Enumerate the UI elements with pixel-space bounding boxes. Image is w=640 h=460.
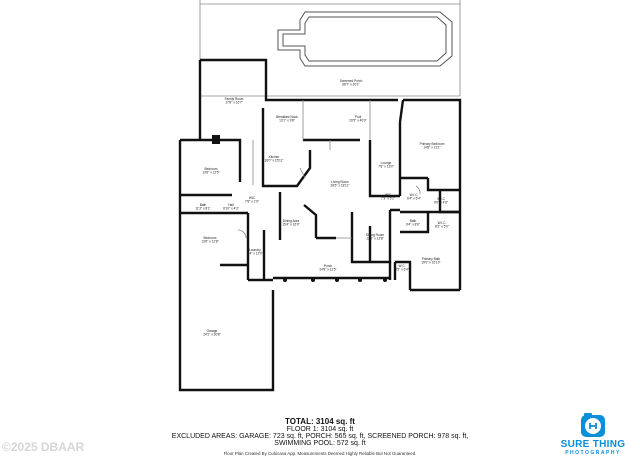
brand-logo: SURE THING PHOTOGRAPHY <box>553 412 633 458</box>
room-dim: 9'0" x 4'6" <box>434 201 448 205</box>
aperture-camera-icon <box>581 413 605 437</box>
room-name: Living Room <box>331 180 349 184</box>
logo-line-2: PHOTOGRAPHY <box>565 450 621 456</box>
room-name: Screened Porch <box>340 79 363 83</box>
porch-columns <box>283 278 387 282</box>
room-dim: 8'10" x 4'3" <box>223 207 239 211</box>
room-dim: 12'0" x 12'8" <box>366 237 383 241</box>
room-name: Sitting Room <box>366 233 385 237</box>
room-dim: 8'3" x 5'0" <box>435 225 449 229</box>
room-dim: 24'8" x 11'5" <box>319 268 336 272</box>
room-label: W.C.3'5" x 6'4" <box>395 264 409 272</box>
room-dim: 6'4" x 5'4" <box>407 197 421 201</box>
room-name: W.C. <box>399 264 406 268</box>
screened-porch-enclosure <box>199 0 461 97</box>
floor-area: FLOOR 1: 3104 sq. ft <box>286 426 354 433</box>
room-dim: 9'4" x 8'6" <box>406 223 420 227</box>
room-name: Laundry <box>249 248 261 252</box>
room-dim: 11'3" x 8'1" <box>195 207 210 211</box>
room-name: W.I.C. <box>438 221 447 225</box>
room-dim: 14'8" x 21'1" <box>423 146 440 150</box>
room-dim: 19'0" x 15'10" <box>421 261 440 265</box>
excluded-areas: EXCLUDED AREAS: GARAGE: 723 sq. ft, PORC… <box>171 433 469 440</box>
room-name: Pool <box>355 115 362 119</box>
room-dim: 17'8" x 16'7" <box>225 101 242 105</box>
room-name: Primary Bedroom <box>420 142 445 146</box>
room-dim: 16'0" x 15'11" <box>264 159 283 163</box>
pool-outline <box>277 11 453 67</box>
room-name: Kitchen <box>269 155 280 159</box>
room-name: W.I.C <box>437 197 445 201</box>
room-dim: 26'6" x 18'11" <box>330 184 349 188</box>
room-dim: 13'6" x 12'8" <box>201 240 218 244</box>
room-dim: 20'5" x 40'0" <box>349 119 366 123</box>
room-name: Porch <box>324 264 333 268</box>
room-dim: 15'4" x 16'0" <box>282 223 299 227</box>
room-name: WIC <box>385 193 392 197</box>
room-name: Bedroom <box>205 167 218 171</box>
room-name: Breakfast Nook <box>276 115 298 119</box>
room-label: W.I.C.8'3" x 5'0" <box>435 221 449 229</box>
room-name: Bedroom <box>204 236 217 240</box>
disclaimer: Floor Plan Created By Cubicasa App. Meas… <box>223 451 417 456</box>
room-name: Primary Bath <box>422 257 441 261</box>
room-label: W.I.C.6'4" x 5'4" <box>407 193 421 201</box>
pool-area: SWIMMING POOL: 572 sq. ft <box>274 440 366 447</box>
room-dim: 8'4" x 12'0" <box>247 252 263 256</box>
room-dim: 66'7" x 20'1" <box>342 83 359 87</box>
room-name: Dining Area <box>283 219 300 223</box>
interior-lines <box>237 100 421 239</box>
room-name: Bath <box>200 203 207 207</box>
room-name: Bath <box>410 219 417 223</box>
room-dim: 24'1" x 30'8" <box>203 333 220 337</box>
walls <box>178 58 462 392</box>
copyright-watermark: ©2025 DBAAR <box>2 440 85 454</box>
total-area: TOTAL: 3104 sq. ft <box>285 417 355 426</box>
room-dim: 3'5" x 6'4" <box>395 268 409 272</box>
room-dim: 13'6" x 12'5" <box>202 171 219 175</box>
room-name: WIC <box>249 196 256 200</box>
room-name: W.I.C. <box>410 193 419 197</box>
room-dim: 7'8" x 1'9" <box>245 200 259 204</box>
room-name: Family Room <box>225 97 244 101</box>
room-name: Hall <box>228 203 234 207</box>
room-dim: 7'8" x 13'0" <box>378 165 394 169</box>
room-dim: 13'1" x 9'8" <box>279 119 295 123</box>
room-dim: 7'3" x 5'2" <box>381 197 395 201</box>
room-name: Lounge <box>381 161 392 165</box>
fireplace <box>212 135 220 144</box>
room-name: Garage <box>207 329 218 333</box>
logo-line-1: SURE THING <box>560 439 626 450</box>
